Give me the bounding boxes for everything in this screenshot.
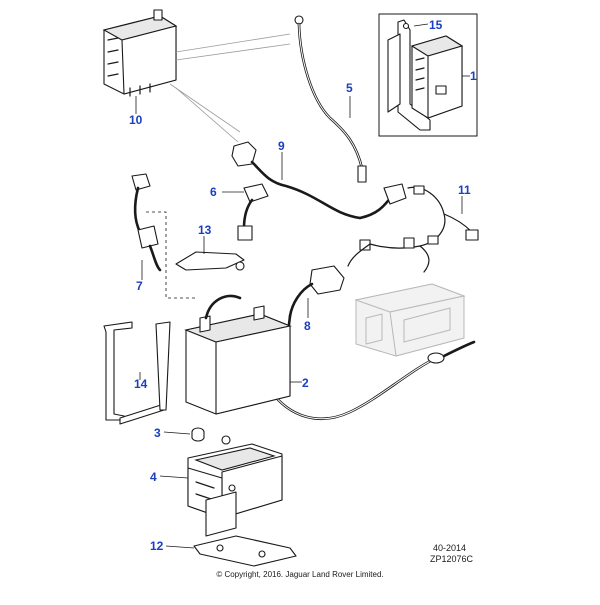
control-module-part-10[interactable] (102, 9, 178, 97)
callout-10[interactable]: 10 (129, 113, 143, 127)
callout-9[interactable]: 9 (278, 139, 285, 153)
callout-2[interactable]: 2 (302, 376, 309, 390)
callout-leaders-inset (413, 23, 470, 77)
battery-part-2[interactable] (184, 294, 302, 415)
date-code: 40-2014 (433, 543, 467, 553)
callout-leaders-10 (135, 33, 291, 143)
battery-clamp-part-14[interactable] (103, 321, 171, 425)
callout-3[interactable]: 3 (154, 426, 161, 440)
battery-cable-part-5[interactable] (294, 15, 367, 183)
callout-11[interactable]: 11 (458, 183, 471, 197)
nut-part-3[interactable] (163, 427, 205, 442)
copyright-notice: © Copyright, 2016. Jaguar Land Rover Lim… (216, 570, 384, 579)
base-plate-part-12[interactable] (165, 535, 297, 567)
callout-14[interactable]: 14 (134, 377, 148, 391)
ghost-engine-component (354, 283, 466, 357)
illustration-code: ZP12076C (430, 554, 474, 564)
battery-tray-part-4[interactable] (159, 435, 283, 537)
battery-feed-cable[interactable] (268, 340, 476, 421)
callout-13[interactable]: 13 (198, 223, 212, 237)
harness-cable-part-9[interactable] (231, 141, 407, 220)
mounting-bracket-part-13[interactable] (175, 236, 245, 271)
link-lead-part-6[interactable] (222, 183, 269, 241)
callout-4[interactable]: 4 (150, 470, 157, 484)
callout-15[interactable]: 15 (429, 18, 443, 32)
callout-6[interactable]: 6 (210, 185, 217, 199)
module-bracket-part-15[interactable] (387, 19, 431, 131)
wiring-harness-part-11[interactable] (347, 185, 479, 273)
callout-12[interactable]: 12 (150, 539, 164, 553)
control-module-part-1[interactable] (410, 35, 464, 119)
callout-5[interactable]: 5 (346, 81, 353, 95)
callout-1[interactable]: 1 (470, 69, 477, 83)
callout-8[interactable]: 8 (304, 319, 311, 333)
battery-lead-part-7[interactable] (131, 173, 198, 299)
callout-7[interactable]: 7 (136, 279, 143, 293)
